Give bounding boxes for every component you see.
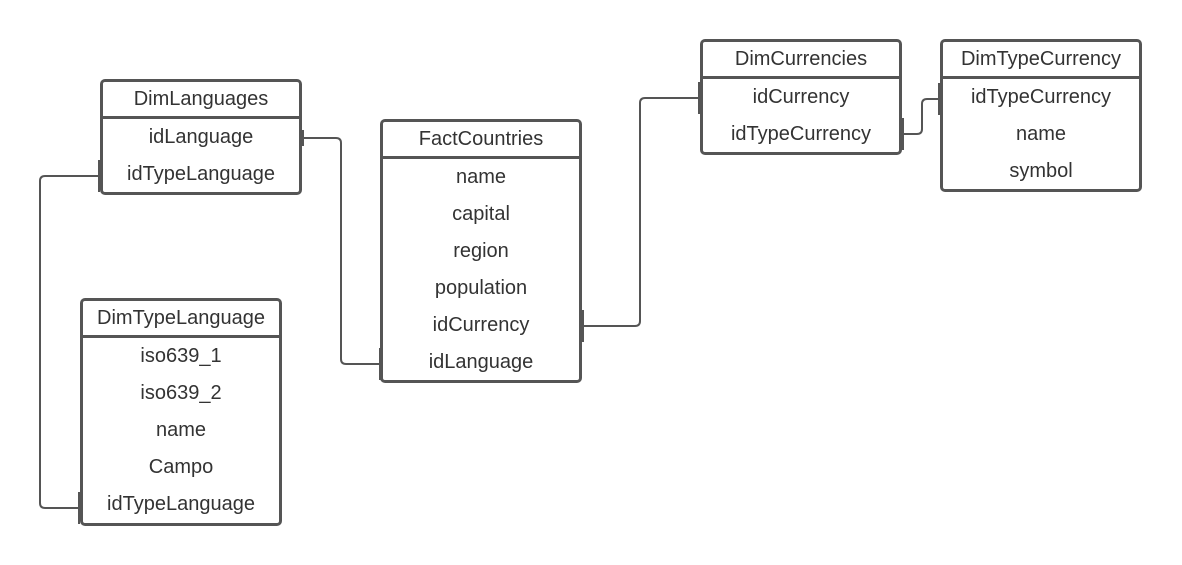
field-campo: Campo [148,456,214,478]
field-name: name [455,166,507,188]
entity-dim-type-language[interactable]: DimTypeLanguage iso639_1 iso639_2 name C… [80,298,282,526]
entity-title: DimTypeLanguage [83,301,279,338]
connector-languages-to-type-language [39,175,100,509]
entity-dim-languages[interactable]: DimLanguages idLanguage idTypeLanguage [100,79,302,195]
connector-languages-to-fact [303,137,380,365]
entity-title: DimTypeCurrency [943,42,1139,79]
field-name: name [155,419,207,441]
field-id-currency: idCurrency [752,86,850,108]
field-population: population [434,277,528,299]
field-id-type-currency: idTypeCurrency [970,86,1112,108]
field-name: name [1015,123,1067,145]
field-iso639-1: iso639_1 [140,345,222,367]
connector-fact-to-currencies [582,97,700,327]
entity-title: DimLanguages [103,82,299,119]
field-id-type-currency: idTypeCurrency [730,123,872,145]
field-id-type-language: idTypeLanguage [127,163,275,185]
entity-fact-countries[interactable]: FactCountries name capital region popula… [380,119,582,383]
field-symbol: symbol [1009,160,1073,182]
field-region: region [453,240,509,262]
connector-currencies-to-type-currency [902,98,940,135]
field-id-language: idLanguage [428,351,534,373]
field-capital: capital [452,203,510,225]
entity-title: FactCountries [383,122,579,159]
field-iso639-2: iso639_2 [140,382,222,404]
field-id-language: idLanguage [148,126,254,148]
entity-dim-currencies[interactable]: DimCurrencies idCurrency idTypeCurrency [700,39,902,155]
field-id-currency: idCurrency [432,314,530,336]
field-id-type-language: idTypeLanguage [107,493,255,515]
entity-dim-type-currency[interactable]: DimTypeCurrency idTypeCurrency name symb… [940,39,1142,192]
entity-title: DimCurrencies [703,42,899,79]
